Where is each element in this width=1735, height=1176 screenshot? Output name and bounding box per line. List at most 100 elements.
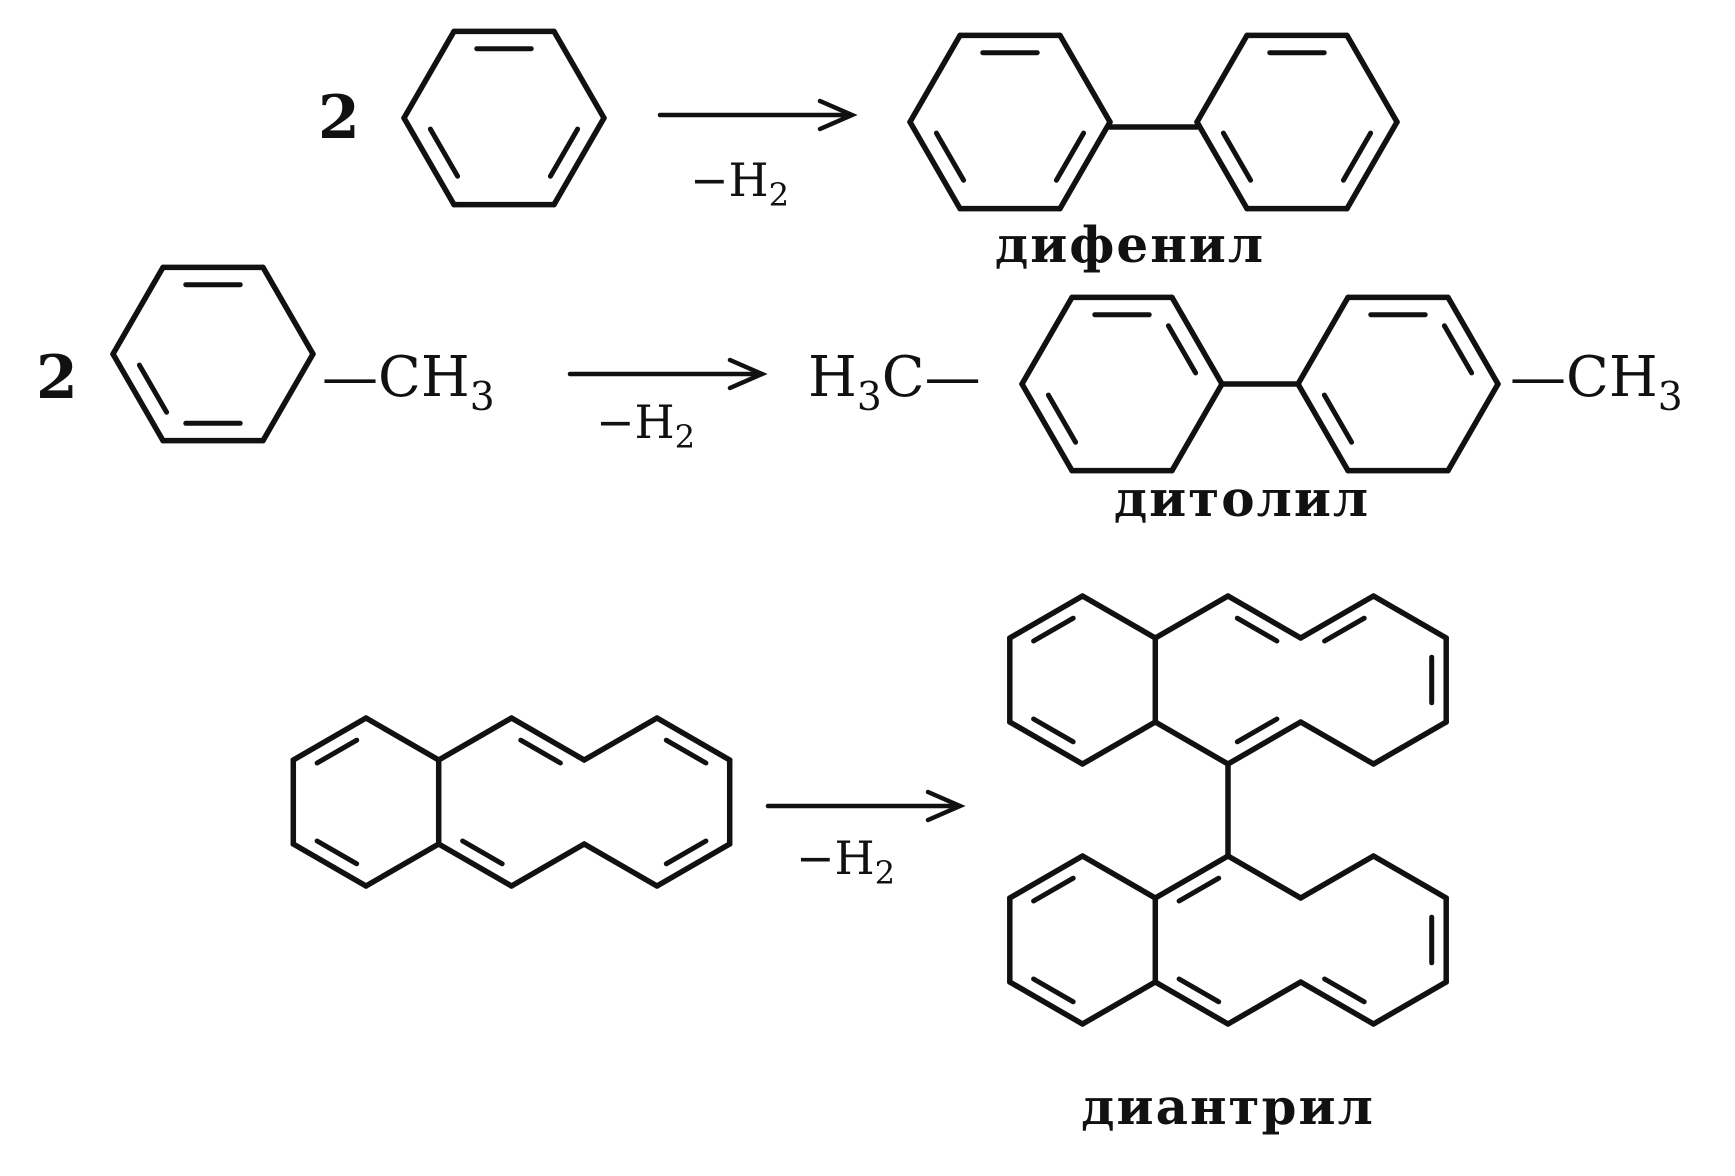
ring-bond xyxy=(1297,593,1377,641)
phenyl-ring-right xyxy=(1194,32,1400,212)
ring-bond xyxy=(1057,32,1113,125)
double-bond-line xyxy=(1053,130,1087,183)
ring-bond xyxy=(1344,119,1400,212)
reaction-arrow-2 xyxy=(567,357,768,391)
coefficient-2: 2 xyxy=(36,343,78,413)
ring-bond xyxy=(1295,381,1351,474)
ring-bond xyxy=(1295,294,1351,387)
condition-1: −H2 xyxy=(690,153,789,214)
ring-bond xyxy=(1297,719,1377,767)
ring-bond xyxy=(1344,32,1400,125)
reaction-2: 2 —CH3 −H2 H3C— —CH3 дитолил xyxy=(36,264,1683,528)
ring-bond xyxy=(290,715,369,763)
double-bond-line xyxy=(1176,875,1222,904)
double-bond-line xyxy=(1176,976,1222,1005)
double-bond-line xyxy=(1321,392,1355,445)
double-bond-line xyxy=(1322,615,1367,644)
condition-3: −H2 xyxy=(796,831,895,892)
ring-bond xyxy=(1152,853,1231,901)
tolyl-ring-left xyxy=(1019,294,1225,474)
ring-bond xyxy=(551,115,607,208)
ring-bond xyxy=(1019,381,1075,474)
double-bond-line xyxy=(933,130,967,183)
double-bond-line xyxy=(136,362,170,415)
ring-bond xyxy=(508,841,587,889)
ring-bond xyxy=(1152,979,1231,1027)
double-bond-line xyxy=(1031,716,1076,745)
reaction-arrow-3 xyxy=(765,789,966,823)
ring-bond xyxy=(508,715,587,763)
ring-bond xyxy=(1007,719,1086,767)
product-name-dianthryl: диантрил xyxy=(1081,1077,1375,1136)
ring-bond xyxy=(907,119,963,212)
ring-bond xyxy=(435,715,515,763)
ring-bond xyxy=(290,841,369,889)
ring-bond xyxy=(1079,719,1159,767)
dianthryl-structure xyxy=(1007,593,1449,1027)
reaction-3: −H2 диантрил xyxy=(290,593,1449,1136)
ring-bond xyxy=(581,841,660,889)
ring-bond xyxy=(363,715,442,763)
double-bond-line xyxy=(314,838,360,867)
ring-bond xyxy=(1445,381,1501,474)
double-bond-line xyxy=(547,126,581,179)
double-bond-line xyxy=(460,838,505,867)
double-bond-line xyxy=(1031,615,1076,644)
ring-bond xyxy=(581,715,660,763)
ring-bond xyxy=(1225,979,1304,1027)
ring-bond xyxy=(401,28,457,121)
ditolyl-structure xyxy=(1019,294,1501,474)
ring-bond xyxy=(435,841,515,889)
double-bond-line xyxy=(518,737,563,766)
ring-bond xyxy=(654,841,733,889)
double-bond-line xyxy=(1441,323,1475,376)
ring-bond xyxy=(1370,719,1449,767)
ring-bond xyxy=(1019,294,1075,387)
reaction-arrow-1 xyxy=(657,98,858,132)
double-bond-line xyxy=(1234,716,1280,745)
anthryl-unit-top xyxy=(1007,593,1449,767)
ring-bond xyxy=(907,32,963,125)
ring-bond xyxy=(1370,593,1449,641)
ring-bond xyxy=(551,28,607,121)
ring-bond xyxy=(1152,719,1231,767)
ring-bond xyxy=(1297,853,1377,901)
ring-bond xyxy=(1152,593,1231,641)
ring-bond xyxy=(1079,593,1159,641)
ring-bond xyxy=(1225,853,1304,901)
ring-bond xyxy=(1007,593,1086,641)
double-bond-line xyxy=(1340,130,1374,183)
toluene-ring xyxy=(110,264,316,444)
ring-bond xyxy=(1194,119,1250,212)
ring-bond xyxy=(654,715,733,763)
ring-bond xyxy=(1297,979,1377,1027)
ring-bond xyxy=(1370,853,1449,901)
ring-bond xyxy=(1370,979,1449,1027)
reaction-1: 2 −H2 дифенил xyxy=(318,28,1400,274)
ring-bond xyxy=(1194,32,1250,125)
double-bond-line xyxy=(1165,323,1199,376)
ring-bond xyxy=(1169,294,1225,387)
ring-bond xyxy=(1225,593,1304,641)
ring-bond xyxy=(1007,979,1086,1027)
tolyl-ring-right xyxy=(1295,294,1501,474)
double-bond-line xyxy=(663,737,709,766)
ring-bond xyxy=(1079,979,1159,1027)
ring-bond xyxy=(401,115,457,208)
ring-bond xyxy=(260,264,316,357)
double-bond-line xyxy=(1031,875,1076,904)
ring-bond xyxy=(1169,381,1225,474)
ring-bond xyxy=(363,841,442,889)
double-bond-line xyxy=(314,737,360,766)
double-bond-line xyxy=(427,126,461,179)
ring-bond xyxy=(1079,853,1159,901)
double-bond-line xyxy=(1220,130,1254,183)
product-name-ditolyl: дитолил xyxy=(1114,469,1370,528)
ring-bond xyxy=(110,264,166,357)
ring-bond xyxy=(1445,294,1501,387)
benzene-ring xyxy=(401,28,607,208)
methyl-group-product-right: —CH3 xyxy=(1510,345,1683,420)
product-name-diphenyl: дифенил xyxy=(995,215,1265,274)
ring-bond xyxy=(260,351,316,444)
methyl-group-reactant: —CH3 xyxy=(322,345,495,420)
